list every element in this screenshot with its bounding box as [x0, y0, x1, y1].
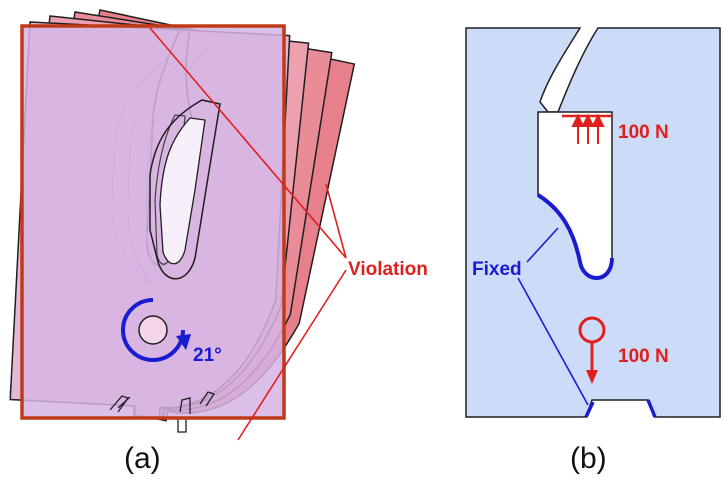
- caption-a: (a): [124, 442, 161, 475]
- front-sheet: [22, 26, 284, 418]
- fixed-leaders: [517, 227, 589, 406]
- design-boundary: [20, 24, 286, 420]
- fixed-edge: [536, 193, 614, 280]
- panel-b: Fixed 100 N 100 N (b): [465, 27, 721, 475]
- slot-cutout: [159, 117, 206, 265]
- violation-leaders: [149, 27, 347, 441]
- panel-a: 21° Violation (a): [8, 9, 428, 475]
- force-label-bottom: 100 N: [618, 346, 669, 367]
- fixed-notch-right: [646, 399, 657, 418]
- caption-b: (b): [570, 442, 607, 475]
- pivot-hole: [138, 315, 168, 345]
- rotation-arrow: [121, 298, 185, 362]
- rotation-arrowhead: [176, 334, 191, 350]
- violation-label: Violation: [348, 259, 428, 280]
- load-arrows-top: [571, 113, 605, 144]
- fixed-label: Fixed: [472, 259, 522, 280]
- bottom-notches: [109, 391, 216, 433]
- rotation-angle-label: 21°: [193, 345, 222, 366]
- fixed-notch-left: [584, 401, 595, 418]
- front-slot: [149, 99, 221, 280]
- force-label-top: 100 N: [618, 122, 669, 143]
- load-arrow-head: [586, 370, 598, 384]
